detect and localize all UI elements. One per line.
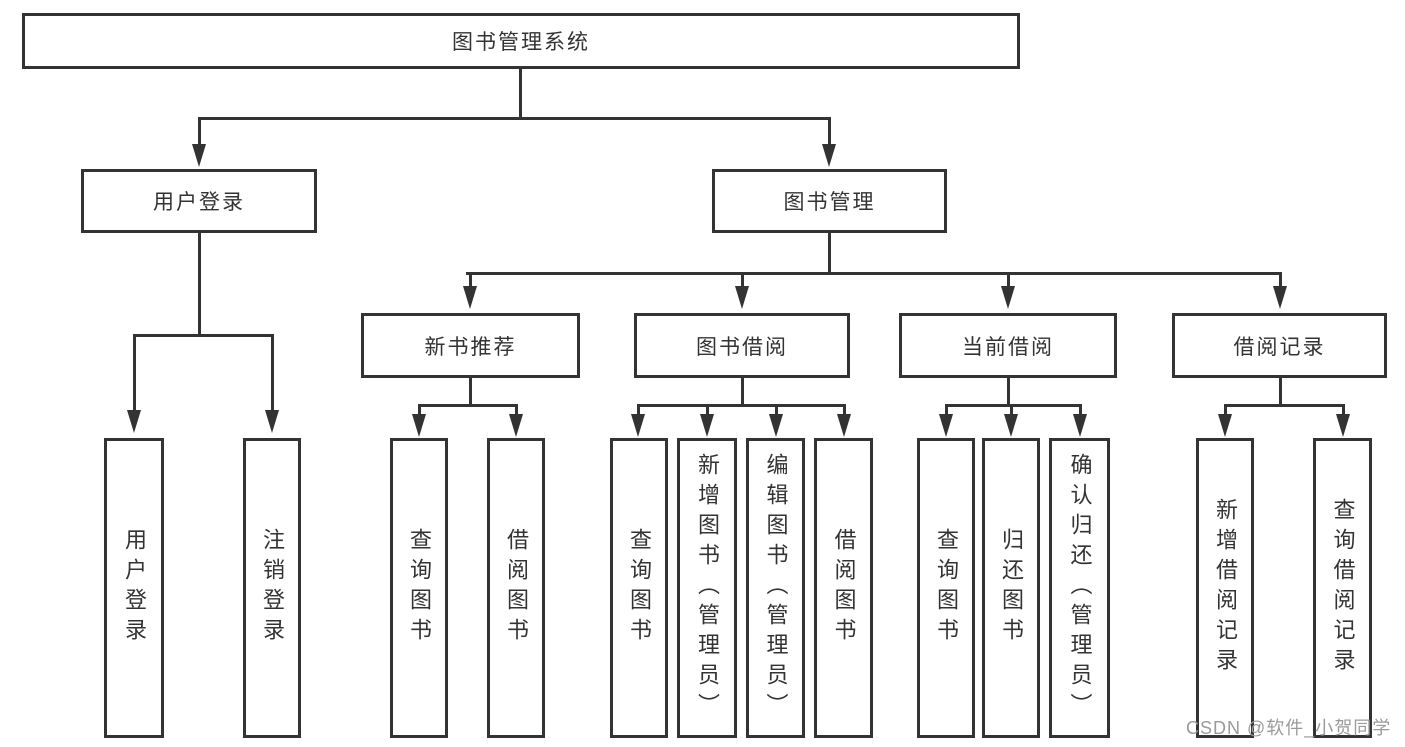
leaf-borrow-books: 借阅图书 [814, 438, 873, 738]
node-current-borrowing-label: 当前借阅 [962, 335, 1054, 359]
node-root: 图书管理系统 [22, 13, 1020, 69]
leaf-user-login: 用户登录 [104, 438, 164, 738]
connector [828, 233, 831, 274]
leaf-recommend-borrow-books-label: 借阅图书 [504, 528, 529, 648]
leaf-return-books-label: 归还图书 [999, 528, 1024, 648]
node-current-borrowing: 当前借阅 [899, 313, 1117, 378]
node-book-management: 图书管理 [712, 169, 947, 233]
leaf-borrow-books-label: 借阅图书 [831, 528, 857, 648]
connector [418, 404, 421, 416]
connector [519, 69, 522, 119]
node-borrowing-records-label: 借阅记录 [1233, 335, 1326, 359]
arrow-down-icon [1001, 286, 1015, 309]
connector [1010, 404, 1013, 416]
arrow-down-icon [1273, 286, 1287, 309]
leaf-logout: 注销登录 [243, 438, 301, 738]
connector [466, 272, 1281, 275]
node-book-borrowing-label: 图书借阅 [696, 335, 788, 359]
arrow-down-icon [1218, 414, 1232, 437]
arrow-down-icon [463, 286, 477, 309]
connector [1007, 272, 1010, 287]
leaf-recommend-borrow-books: 借阅图书 [487, 438, 545, 738]
connector [198, 233, 201, 336]
arrow-down-icon [1336, 414, 1350, 437]
connector [637, 404, 846, 407]
connector [945, 404, 948, 416]
node-borrowing-records: 借阅记录 [1172, 313, 1387, 378]
leaf-query-borrow-record-label: 查询借阅记录 [1330, 498, 1356, 678]
leaf-edit-books-admin: 编辑图书（管理员） [746, 438, 805, 738]
leaf-borrow-query-books-label: 查询图书 [627, 528, 652, 648]
connector [1079, 404, 1082, 416]
connector [271, 334, 274, 412]
connector [133, 334, 136, 412]
connector [945, 404, 1082, 407]
connector [469, 272, 472, 287]
connector [637, 404, 640, 416]
connector [843, 404, 846, 416]
connector [418, 404, 518, 407]
connector [1224, 404, 1227, 416]
connector [706, 404, 709, 416]
arrow-down-icon [412, 414, 426, 437]
leaf-add-books-admin-label: 新增图书（管理员） [695, 453, 720, 723]
arrow-down-icon [837, 414, 851, 437]
arrow-down-icon [939, 414, 953, 437]
arrow-down-icon [1004, 414, 1018, 437]
arrow-down-icon [735, 286, 749, 309]
leaf-logout-label: 注销登录 [260, 528, 285, 648]
node-root-label: 图书管理系统 [452, 31, 590, 54]
leaf-recommend-query-books: 查询图书 [390, 438, 448, 738]
leaf-edit-books-admin-label: 编辑图书（管理员） [763, 453, 789, 723]
connector [1007, 378, 1010, 406]
leaf-current-query-books: 查询图书 [917, 438, 975, 738]
arrow-down-icon [822, 144, 836, 167]
node-user-login-label: 用户登录 [153, 191, 245, 214]
connector [469, 378, 472, 406]
arrow-down-icon [265, 410, 279, 433]
watermark: CSDN @软件_小贺同学 [1186, 718, 1392, 738]
connector [741, 378, 744, 406]
arrow-down-icon [192, 144, 206, 167]
leaf-confirm-return-admin: 确认归还（管理员） [1049, 438, 1110, 738]
connector [741, 272, 744, 287]
leaf-add-books-admin: 新增图书（管理员） [677, 438, 737, 738]
leaf-borrow-query-books: 查询图书 [610, 438, 668, 738]
arrow-down-icon [769, 414, 783, 437]
leaf-recommend-query-books-label: 查询图书 [407, 528, 432, 648]
connector [1279, 272, 1282, 287]
arrow-down-icon [509, 414, 523, 437]
arrow-down-icon [127, 410, 141, 433]
connector [1224, 404, 1345, 407]
connector [1279, 378, 1282, 406]
leaf-return-books: 归还图书 [982, 438, 1040, 738]
arrow-down-icon [700, 414, 714, 437]
leaf-query-borrow-record: 查询借阅记录 [1313, 438, 1372, 738]
leaf-confirm-return-admin-label: 确认归还（管理员） [1067, 453, 1093, 723]
leaf-current-query-books-label: 查询图书 [934, 528, 959, 648]
connector [198, 117, 201, 146]
leaf-user-login-label: 用户登录 [122, 528, 147, 648]
connector [1342, 404, 1345, 416]
node-book-management-label: 图书管理 [783, 191, 876, 214]
arrow-down-icon [631, 414, 645, 437]
connector [133, 334, 274, 337]
leaf-add-borrow-record-label: 新增借阅记录 [1213, 498, 1238, 678]
connector [198, 117, 831, 120]
connector [828, 117, 831, 146]
leaf-add-borrow-record: 新增借阅记录 [1196, 438, 1254, 738]
arrow-down-icon [1073, 414, 1087, 437]
connector [775, 404, 778, 416]
connector [515, 404, 518, 416]
node-user-login: 用户登录 [81, 169, 317, 233]
node-new-book-recommendation: 新书推荐 [361, 313, 580, 378]
node-new-book-recommendation-label: 新书推荐 [424, 335, 517, 359]
node-book-borrowing: 图书借阅 [634, 313, 850, 378]
